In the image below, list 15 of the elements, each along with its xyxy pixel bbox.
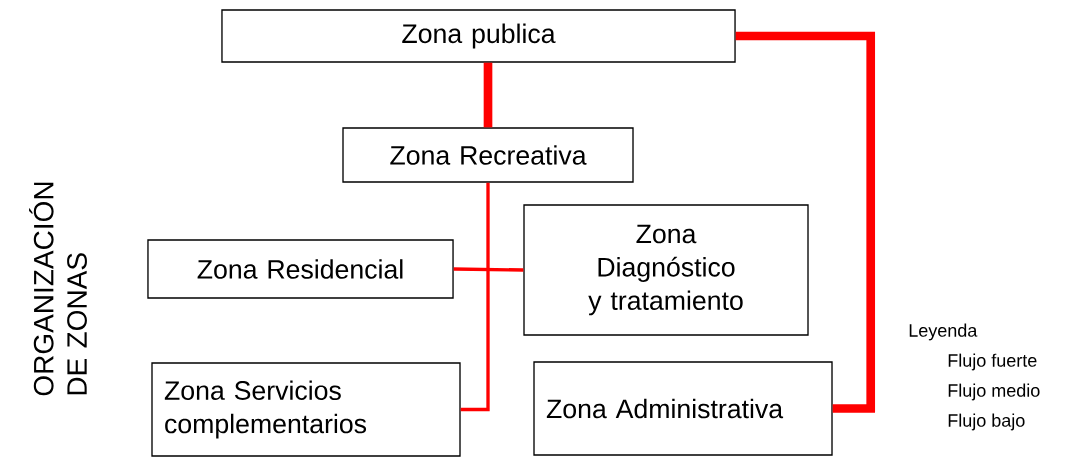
legend-heading: Leyenda: [909, 323, 978, 341]
flow-line: [735, 31, 876, 413]
flow-line: [453, 267, 524, 272]
legend-entry: Flujo medio: [948, 383, 1040, 401]
legend-entry: Flujo fuerte: [948, 353, 1037, 371]
title: ORGANIZACIÓN DE ZONAS: [29, 182, 87, 396]
zone-box: Zona Servicios complementarios: [151, 362, 461, 457]
flow-line: [483, 62, 493, 128]
zone-box: Zona Residencial: [147, 239, 454, 299]
zone-box: Zona Diagnóstico y tratamiento: [523, 204, 809, 336]
legend-entry: Flujo bajo: [948, 413, 1025, 431]
zone-box: Zona publica: [221, 9, 736, 63]
zone-box: Zona Recreativa: [342, 127, 634, 183]
zone-box: Zona Administrativa: [533, 361, 833, 456]
flow-line: [460, 182, 490, 412]
